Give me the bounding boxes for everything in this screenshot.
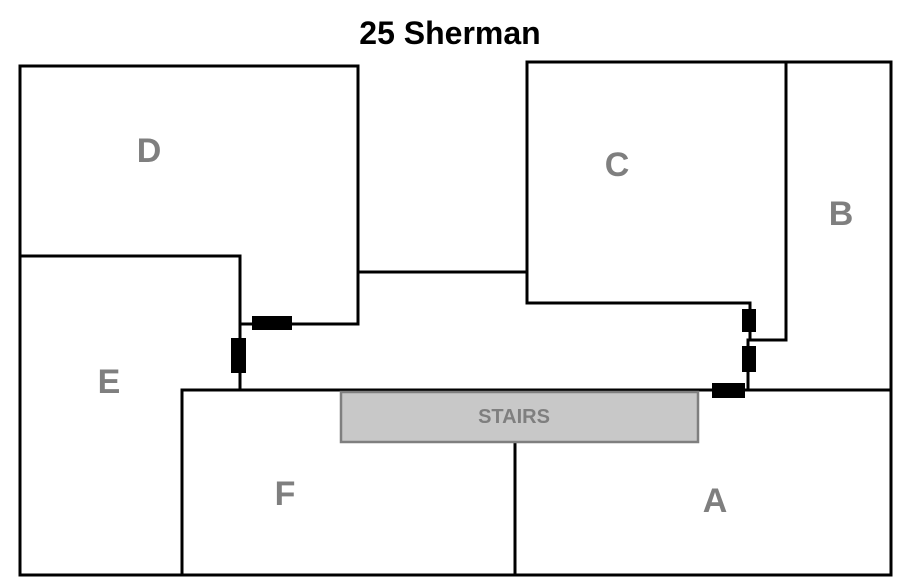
door-a[interactable] (712, 383, 745, 398)
stairs-label: STAIRS (478, 406, 550, 428)
door-c[interactable] (742, 309, 756, 332)
room-label-e: E (98, 363, 121, 401)
room-label-b: B (829, 195, 854, 233)
room-label-d: D (137, 132, 162, 170)
plan-title: 25 Sherman (359, 15, 540, 51)
room-b-wall (746, 60, 893, 392)
door-b[interactable] (742, 346, 756, 372)
room-label-f: F (275, 475, 296, 513)
room-a-wall (513, 388, 893, 577)
room-d-wall (18, 64, 360, 326)
room-c-wall (525, 60, 788, 342)
door-e[interactable] (231, 338, 246, 373)
room-e-wall (18, 254, 242, 577)
door-d[interactable] (252, 316, 292, 330)
stairs (339, 390, 700, 444)
room-label-a: A (703, 482, 728, 520)
room-label-c: C (605, 146, 630, 184)
